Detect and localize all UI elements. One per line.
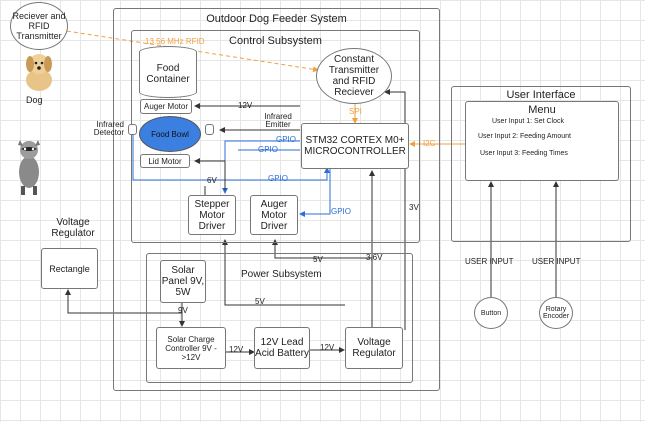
stepper-motor-driver: Stepper Motor Driver (188, 195, 236, 235)
solar-panel-label: Solar Panel 9V, 5W (161, 265, 205, 298)
constant-transmitter-rfid-receiver: Constant Transmitter and RFID Reciever (316, 48, 392, 104)
raccoon-image (18, 140, 40, 195)
button-component: Button (474, 297, 508, 329)
auger-motor-driver: Auger Motor Driver (250, 195, 298, 235)
solar-panel: Solar Panel 9V, 5W (160, 260, 206, 303)
lid-motor: Lid Motor (140, 154, 190, 168)
mcu-label: STM32 CORTEX M0+ MICROCONTROLLER (304, 135, 406, 157)
menu-title: Menu (528, 104, 556, 116)
gpio-label-2: GPIO (258, 145, 279, 154)
button-label: Button (480, 309, 502, 317)
power-regulator-label: Voltage Regulator (352, 337, 396, 359)
food-container: Food Container (139, 46, 197, 98)
wire-5v-b (222, 239, 345, 306)
label-3v6: 3.6V (366, 253, 383, 262)
power-voltage-regulator: Voltage Regulator (345, 327, 403, 369)
menu-input-2: User Input 2: Feeding Amount (478, 133, 571, 140)
label-5v-b: 5V (255, 297, 265, 306)
dog-image (26, 54, 52, 91)
menu-input-3: User Input 3: Feeding Times (480, 150, 568, 157)
constant-transmitter-label: Constant Transmitter and RFID Reciever (328, 54, 380, 98)
user-interface-title: User Interface (506, 89, 576, 101)
control-title: Control Subsystem (229, 35, 322, 47)
gpio-label-3: GPIO (268, 174, 289, 183)
battery-label: 12V Lead Acid Battery (255, 337, 309, 359)
rotary-encoder-component: Rotary Encoder (539, 297, 573, 329)
label-6v: 6V (207, 176, 217, 185)
label-9v-a: 9V (178, 306, 188, 315)
rfid-transmitter-label: Reciever and RFID Transmitter (12, 11, 66, 41)
external-regulator-shape: Rectangle (49, 263, 90, 274)
power-title: Power Subsystem (241, 269, 322, 280)
user-input-label-1: USER INPUT (465, 257, 514, 266)
label-5v-a: 5V (313, 255, 323, 264)
spi-label: SPI (349, 107, 362, 116)
infrared-detector-label: Infrared Detector (93, 120, 124, 138)
food-bowl-label: Food Bowl (151, 129, 189, 139)
auger-driver-label: Auger Motor Driver (260, 198, 288, 232)
rfid-frequency-label: 13.56 MHz RFID (145, 37, 205, 46)
label-12v-c: 12V (320, 343, 335, 352)
food-container-label: Food Container (146, 63, 190, 85)
wire-3v (384, 89, 406, 330)
auger-motor-top-label: Auger Motor (143, 102, 189, 111)
rotary-encoder-label: Rotary Encoder (542, 306, 570, 320)
gpio-label-4: GPIO (331, 207, 352, 216)
menu-input-1: User Input 1: Set Clock (492, 118, 564, 125)
power-subsystem: Power Subsystem (146, 253, 413, 383)
label-12v-auger: 12V (238, 101, 253, 110)
control-subsystem: Control Subsystem (131, 30, 420, 243)
infrared-emitter-label: Infrared Emitter (264, 112, 292, 130)
food-bowl: Food Bowl (139, 116, 201, 152)
gpio-detector (132, 130, 330, 181)
solar-charge-controller: Solar Charge Controller 9V ->12V (156, 327, 226, 369)
lid-motor-label: Lid Motor (148, 156, 182, 166)
auger-motor-top: Auger Motor (140, 99, 192, 114)
external-regulator-box: Rectangle (41, 248, 98, 289)
external-regulator-title: Voltage Regulator (51, 217, 95, 239)
stepper-driver-label: Stepper Motor Driver (194, 198, 230, 232)
system-title: Outdoor Dog Feeder System (206, 13, 347, 25)
label-3v: 3V (409, 203, 419, 212)
wire-5v-a (272, 239, 373, 340)
rfid-link-line (59, 29, 319, 73)
dog-label: Dog (26, 95, 43, 105)
wire-9v-ext (65, 289, 182, 314)
rfid-transmitter: Reciever and RFID Transmitter (10, 2, 68, 50)
gpio-label-1: GPIO (276, 135, 297, 144)
charge-controller-label: Solar Charge Controller 9V ->12V (165, 334, 217, 362)
infrared-emitter-sensor (205, 124, 214, 135)
infrared-detector-sensor (128, 124, 137, 135)
user-interface: User Interface (451, 86, 631, 242)
outdoor-dog-feeder-system: Outdoor Dog Feeder System (113, 8, 440, 391)
menu-panel: Menu User Input 1: Set Clock User Input … (465, 101, 619, 181)
user-input-label-2: USER INPUT (532, 257, 581, 266)
label-12v-b: 12V (229, 345, 244, 354)
gpio-auger-driver (299, 168, 331, 217)
i2c-label: I2C (423, 139, 436, 148)
lead-acid-battery: 12V Lead Acid Battery (254, 327, 310, 369)
stm32-microcontroller: STM32 CORTEX M0+ MICROCONTROLLER (301, 123, 409, 169)
